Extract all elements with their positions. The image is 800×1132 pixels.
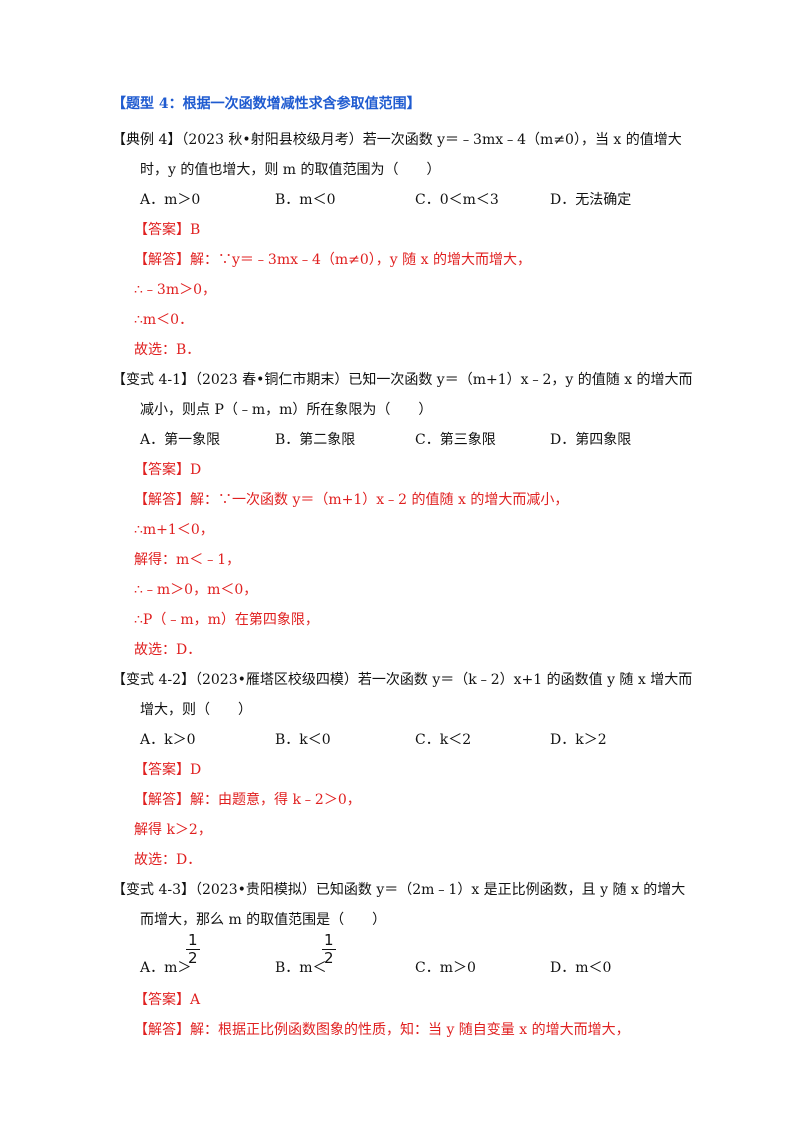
solution-line: ∴m+1＜0， xyxy=(134,522,214,538)
answer: 【答案】A xyxy=(134,992,201,1008)
option-a: A．第一象限 xyxy=(140,432,221,448)
fraction-numerator: 1 xyxy=(186,931,200,950)
solution-line: 解得 k＞2， xyxy=(134,822,212,838)
answer: 【答案】D xyxy=(134,462,202,478)
solution-line: ∴P（﹣m，m）在第四象限， xyxy=(134,612,319,628)
solution-line: 故选：B． xyxy=(134,342,201,358)
option-c: C．0＜m＜3 xyxy=(415,192,499,208)
variant42-question-line2: 增大，则（ ） xyxy=(140,702,252,718)
solution-line: ∴﹣m＞0，m＜0， xyxy=(134,582,258,598)
solution-line: 【解答】解：由题意，得 k﹣2＞0， xyxy=(134,792,361,808)
option-b: B．k＜0 xyxy=(275,732,331,748)
option-b: B．m＜0 xyxy=(275,192,336,208)
option-d: D．m＜0 xyxy=(550,960,612,976)
solution-line: 解得：m＜﹣1， xyxy=(134,552,241,568)
solution-line: 【解答】解：∵一次函数 y＝（m+1）x﹣2 的值随 x 的增大而减小， xyxy=(134,492,569,508)
option-c: C．m＞0 xyxy=(415,960,476,976)
option-b: B．第二象限 xyxy=(275,432,356,448)
section-title: 【题型 4：根据一次函数增减性求含参取值范围】 xyxy=(112,96,421,112)
solution-line: 故选：D． xyxy=(134,642,202,658)
variant42-question-line1: 【变式 4-2】（2023•雁塔区校级四模）若一次函数 y＝（k﹣2）x+1 的… xyxy=(112,672,693,688)
option-a: A．m＞0 xyxy=(140,192,201,208)
fraction-denominator: 2 xyxy=(324,949,334,967)
fraction-numerator: 1 xyxy=(322,931,336,950)
solution-line: ∴m＜0． xyxy=(134,312,194,328)
solution-line: 【解答】解：∵y＝﹣3mx﹣4（m≠0），y 随 x 的增大而增大， xyxy=(134,252,531,268)
option-c: C．第三象限 xyxy=(415,432,496,448)
option-a: A．k＞0 xyxy=(140,732,196,748)
option-a: A．m＞ xyxy=(140,960,192,976)
variant41-question-line2: 减小，则点 P（﹣m，m）所在象限为（ ） xyxy=(140,402,433,418)
answer: 【答案】D xyxy=(134,762,202,778)
solution-line: ∴﹣3m＞0， xyxy=(134,282,216,298)
variant41-question-line1: 【变式 4-1】（2023 春•铜仁市期末）已知一次函数 y＝（m+1）x﹣2，… xyxy=(112,372,693,388)
option-b: B．m＜ xyxy=(275,960,327,976)
fraction-denominator: 2 xyxy=(188,949,198,967)
option-c: C．k＜2 xyxy=(415,732,472,748)
option-d: D．无法确定 xyxy=(550,192,632,208)
fraction-one-half: 1 2 xyxy=(186,932,200,967)
variant43-question-line1: 【变式 4-3】（2023•贵阳模拟）已知函数 y＝（2m﹣1）x 是正比例函数… xyxy=(112,882,686,898)
solution-line: 故选：D． xyxy=(134,852,202,868)
variant43-question-line2: 而增大，那么 m 的取值范围是（ ） xyxy=(140,912,387,928)
option-d: D．k＞2 xyxy=(550,732,607,748)
fraction-one-half: 1 2 xyxy=(322,932,336,967)
example4-question-line2: 时，y 的值也增大，则 m 的取值范围为（ ） xyxy=(140,162,441,178)
option-d: D．第四象限 xyxy=(550,432,632,448)
example4-question-line1: 【典例 4】（2023 秋•射阳县校级月考）若一次函数 y＝﹣3mx﹣4（m≠0… xyxy=(112,132,682,148)
answer: 【答案】B xyxy=(134,222,201,238)
solution-line: 【解答】解：根据正比例函数图象的性质，知：当 y 随自变量 x 的增大而增大， xyxy=(134,1022,630,1038)
